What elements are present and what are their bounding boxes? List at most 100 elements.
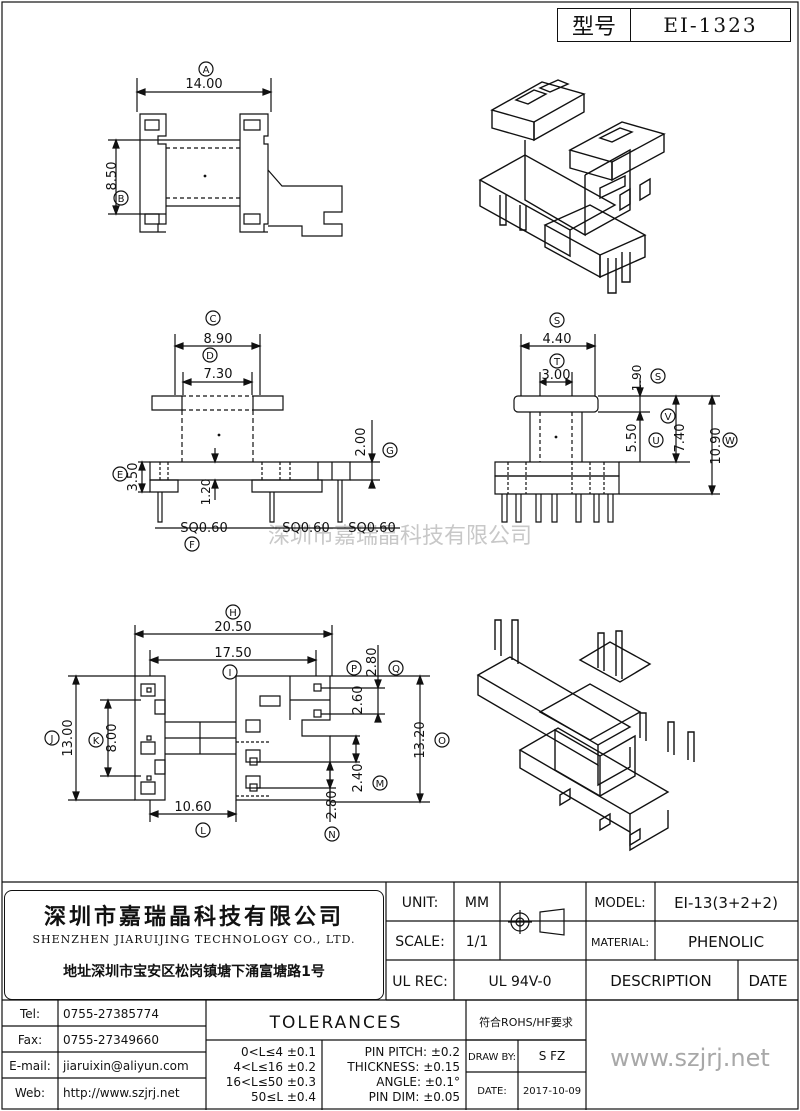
tolerances-label: TOLERANCES bbox=[269, 1013, 403, 1033]
label-e: E bbox=[117, 470, 123, 481]
dim-h: 20.50 bbox=[214, 620, 251, 635]
dim-j: 13.00 bbox=[61, 719, 76, 756]
tol-6: THICKNESS: ±0.15 bbox=[346, 1060, 460, 1074]
company-address: 地址深圳市宝安区松岗镇塘下涌富塘路1号 bbox=[63, 964, 325, 980]
tol-7: ANGLE: ±0.1° bbox=[376, 1075, 460, 1089]
scale-value: 1/1 bbox=[466, 934, 489, 950]
label-h: H bbox=[229, 608, 237, 619]
dim-i: 17.50 bbox=[214, 646, 251, 661]
dim-e: 3.50 bbox=[126, 463, 141, 492]
label-n: N bbox=[328, 830, 335, 841]
scale-label: SCALE: bbox=[395, 934, 445, 950]
company-name-cn: 深圳市嘉瑞晶科技有限公司 bbox=[43, 905, 344, 930]
material-label: MATERIAL: bbox=[591, 936, 649, 949]
tel-label: Tel: bbox=[19, 1007, 40, 1021]
model-header-value: EI-1323 bbox=[663, 13, 758, 37]
model-value: EI-13(3+2+2) bbox=[674, 894, 778, 912]
date-value: 2017-10-09 bbox=[523, 1086, 581, 1097]
label-p: P bbox=[351, 664, 357, 675]
label-d: D bbox=[206, 351, 214, 362]
label-o: O bbox=[438, 736, 446, 747]
tol-4: 50≤L ±0.4 bbox=[251, 1090, 316, 1104]
dim-2-60: 2.60 bbox=[351, 686, 366, 715]
tol-5: PIN PITCH: ±0.2 bbox=[365, 1045, 460, 1059]
web-value: http://www.szjrj.net bbox=[63, 1086, 180, 1100]
front-view bbox=[138, 334, 400, 529]
dim-2-80b: 2.80 bbox=[325, 791, 340, 820]
label-b: B bbox=[118, 194, 125, 205]
unit-label: UNIT: bbox=[402, 895, 439, 911]
label-s2: S bbox=[655, 372, 661, 383]
unit-value: MM bbox=[465, 895, 489, 911]
label-a: A bbox=[203, 65, 210, 76]
label-f: F bbox=[189, 540, 195, 551]
date-header-label: DATE bbox=[748, 972, 787, 990]
website-watermark: www.szjrj.net bbox=[610, 1044, 770, 1072]
dim-s: 4.40 bbox=[543, 332, 572, 347]
side-view bbox=[494, 334, 720, 523]
email-value: jiaruixin@aliyun.com bbox=[62, 1059, 189, 1073]
label-a-circle bbox=[198, 61, 214, 77]
drawn-by-label: DRAW BY: bbox=[468, 1052, 516, 1063]
sq-2: SQ0.60 bbox=[282, 521, 329, 536]
isometric-view-top bbox=[478, 79, 666, 294]
dim-2-40: 2.40 bbox=[351, 764, 366, 793]
dim-a: 14.00 bbox=[185, 77, 222, 92]
title-block-lines bbox=[2, 881, 798, 1110]
dim-10-90: 10.90 bbox=[709, 427, 724, 464]
label-s: S bbox=[554, 316, 560, 327]
dim-d: 7.30 bbox=[204, 367, 233, 382]
tol-2: 4<L≤16 ±0.2 bbox=[233, 1060, 316, 1074]
bottom-view bbox=[68, 625, 430, 822]
email-label: E-mail: bbox=[9, 1059, 51, 1073]
label-q: Q bbox=[392, 664, 400, 675]
dim-c: 8.90 bbox=[204, 332, 233, 347]
label-c: C bbox=[210, 314, 217, 325]
fax-label: Fax: bbox=[18, 1033, 42, 1047]
dim-5-50: 5.50 bbox=[625, 424, 640, 453]
label-b-circle bbox=[113, 190, 129, 206]
dim-p: 2.80 bbox=[365, 648, 380, 677]
ulrec-value: UL 94V-0 bbox=[488, 974, 551, 990]
model-header-label: 型号 bbox=[558, 9, 631, 41]
date-row-label: DATE: bbox=[477, 1086, 506, 1097]
dim-b: 8.50 bbox=[105, 162, 120, 191]
label-t: T bbox=[553, 357, 561, 368]
dim-l: 10.60 bbox=[174, 800, 211, 815]
dim-1-20: 1.20 bbox=[199, 479, 213, 506]
model-label: MODEL: bbox=[594, 896, 645, 911]
label-v: V bbox=[665, 412, 672, 423]
dim-t: 3.00 bbox=[542, 368, 571, 383]
dim-o: 13.20 bbox=[413, 721, 428, 758]
label-g: G bbox=[386, 446, 394, 457]
tol-1: 0<L≤4 ±0.1 bbox=[241, 1045, 316, 1059]
company-box: 深圳市嘉瑞晶科技有限公司 SHENZHEN JIARUIJING TECHNOL… bbox=[4, 890, 384, 1000]
label-j: J bbox=[50, 734, 54, 745]
label-w: W bbox=[725, 436, 735, 447]
label-k: K bbox=[93, 736, 100, 747]
sq-3: SQ0.60 bbox=[348, 521, 395, 536]
rohs-note: 符合ROHS/HF要求 bbox=[479, 1015, 573, 1029]
title-block-texts: UNIT: MM SCALE: 1/1 UL REC: UL 94V-0 MOD… bbox=[9, 894, 787, 1104]
tol-3: 16<L≤50 ±0.3 bbox=[226, 1075, 316, 1089]
dim-1-90: 1.90 bbox=[630, 365, 644, 392]
label-i: I bbox=[229, 668, 232, 679]
dim-k: 8.00 bbox=[105, 724, 120, 753]
web-label: Web: bbox=[15, 1086, 45, 1100]
isometric-view-bottom bbox=[476, 619, 695, 852]
top-view bbox=[108, 78, 343, 237]
model-header: 型号 EI-1323 bbox=[557, 8, 791, 42]
drawn-by-value: S FZ bbox=[539, 1049, 566, 1063]
dim-7-40: 7.40 bbox=[673, 424, 688, 453]
tel-value: 0755-27385774 bbox=[63, 1007, 159, 1021]
description-label: DESCRIPTION bbox=[610, 972, 712, 990]
tol-8: PIN DIM: ±0.05 bbox=[369, 1090, 460, 1104]
label-l: L bbox=[200, 826, 206, 837]
sq-1: SQ0.60 bbox=[180, 521, 227, 536]
ulrec-label: UL REC: bbox=[392, 974, 448, 990]
label-u: U bbox=[652, 436, 659, 447]
company-name-en: SHENZHEN JIARUIJING TECHNOLOGY CO., LTD. bbox=[32, 933, 356, 946]
label-m: M bbox=[376, 779, 385, 790]
